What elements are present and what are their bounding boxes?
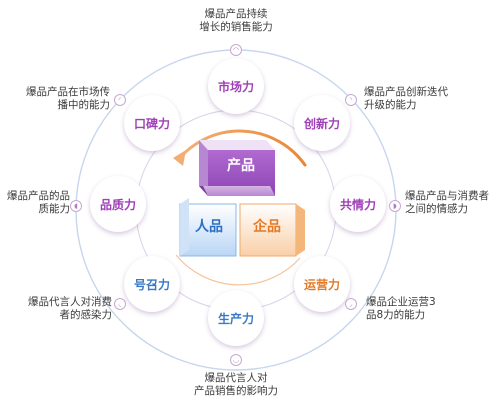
orange-arrow-lower-arc: [175, 254, 301, 286]
node-empathy: 共情力: [330, 176, 386, 232]
desc-bottom: 爆品代言人对产品销售的影响力: [194, 372, 278, 397]
desc-top: 爆品产品持续增长的销售能力: [199, 8, 273, 33]
cube-label-person: 人品: [195, 219, 223, 235]
desc-top-left: 爆品产品在市场传播中的能力: [26, 86, 110, 111]
marker-icon-bottom-left: ◟: [114, 298, 126, 310]
node-innovation: 创新力: [294, 95, 350, 151]
orange-arrow-arc: [176, 129, 307, 167]
marker-icon-bottom: ◡: [230, 354, 242, 366]
marker-icon-top-left: ◜: [114, 94, 126, 106]
desc-top-right: 爆品产品创新迭代升级的能力: [364, 86, 448, 111]
cube-label-enterprise: 企品: [253, 219, 281, 235]
node-appeal: 号召力: [124, 256, 180, 312]
person-cube: [178, 198, 237, 257]
marker-icon-top-right: ◝: [345, 94, 357, 106]
node-production: 生产力: [208, 290, 264, 346]
node-market: 市场力: [208, 58, 264, 114]
node-operation: 运营力: [294, 256, 350, 312]
cube-label-product: 产品: [227, 158, 255, 174]
enterprise-cube: [239, 203, 305, 257]
product-cube: [199, 140, 275, 196]
node-quality: 品质力: [90, 176, 146, 232]
desc-right: 爆品产品与消费者之间的情感力: [405, 190, 489, 215]
orange-arrow-head: [173, 150, 186, 166]
desc-left: 爆品产品的品质能力: [7, 190, 70, 215]
node-word-of-mouth: 口碑力: [124, 95, 180, 151]
desc-bottom-left: 爆品代言人对消费者的感染力: [28, 296, 112, 321]
marker-icon-right: ◗: [389, 200, 401, 212]
marker-icon-bottom-right: ◞: [345, 298, 357, 310]
marker-icon-top: ◠: [230, 44, 242, 56]
marker-icon-left: ◖: [70, 200, 82, 212]
